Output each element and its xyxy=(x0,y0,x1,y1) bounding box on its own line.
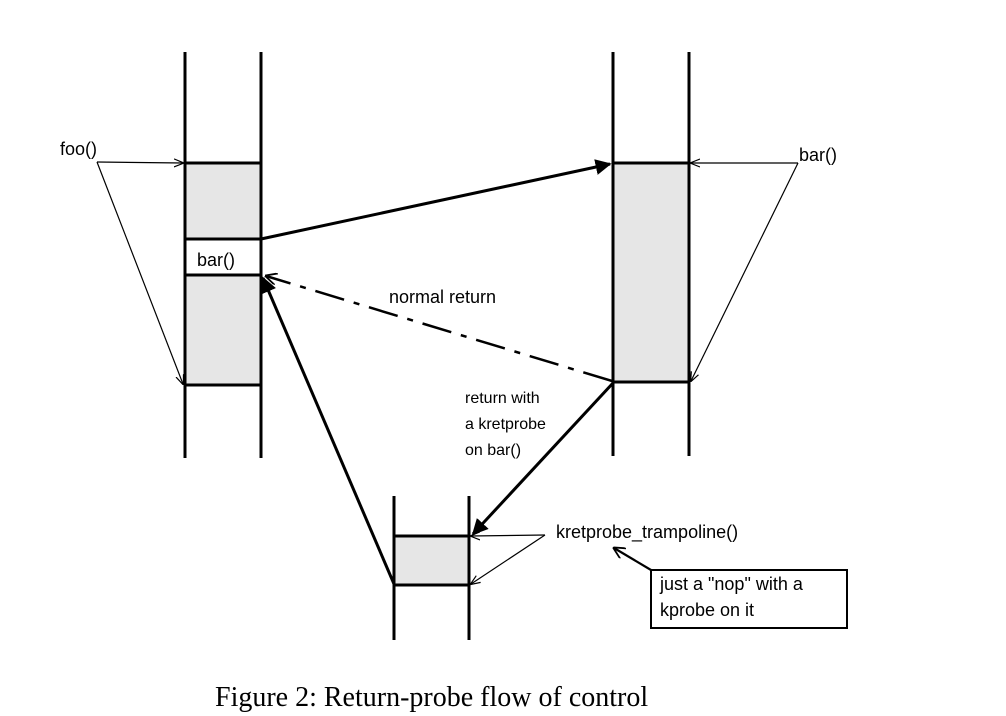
normal-return-arrow xyxy=(266,276,613,383)
trampoline-pointer-bottom xyxy=(471,534,546,584)
trampoline-label: kretprobe_trampoline() xyxy=(556,522,738,543)
foo-frame-lower xyxy=(185,275,261,385)
note-line2: kprobe on it xyxy=(660,600,754,620)
bar-frame xyxy=(613,163,689,382)
note-pointer-arrow xyxy=(614,548,652,571)
left-stack xyxy=(183,52,263,458)
foo-label: foo() xyxy=(60,139,97,159)
note-box xyxy=(650,569,848,629)
note-line1: just a "nop" with a xyxy=(659,574,804,594)
foo-pointer-top xyxy=(96,162,183,163)
foo-pointer-bottom xyxy=(96,161,183,384)
figure-caption: Figure 2: Return-probe flow of control xyxy=(215,682,648,713)
kretprobe-label-line1: return with xyxy=(465,390,540,407)
kretprobe-label-line3: on bar() xyxy=(465,442,521,459)
bar-return-slot xyxy=(185,239,261,275)
foo-frame-upper xyxy=(185,163,261,239)
trampoline-pointer-top xyxy=(471,535,546,536)
right-stack xyxy=(611,52,691,456)
label-pointers xyxy=(96,161,799,584)
trampoline-frame xyxy=(394,536,469,585)
trampoline-stack xyxy=(392,496,471,640)
kretprobe-label-line2: a kretprobe xyxy=(465,416,546,433)
call-bar-arrow xyxy=(260,159,612,241)
kretprobe-return-arrow xyxy=(471,381,615,536)
bar-slot-label: bar() xyxy=(197,250,235,270)
bar-pointer-bottom xyxy=(691,162,799,381)
normal-return-label: normal return xyxy=(389,287,496,307)
flow-arrows xyxy=(260,159,652,585)
bar-label: bar() xyxy=(799,145,837,165)
trampoline-return-arrow xyxy=(261,276,396,585)
